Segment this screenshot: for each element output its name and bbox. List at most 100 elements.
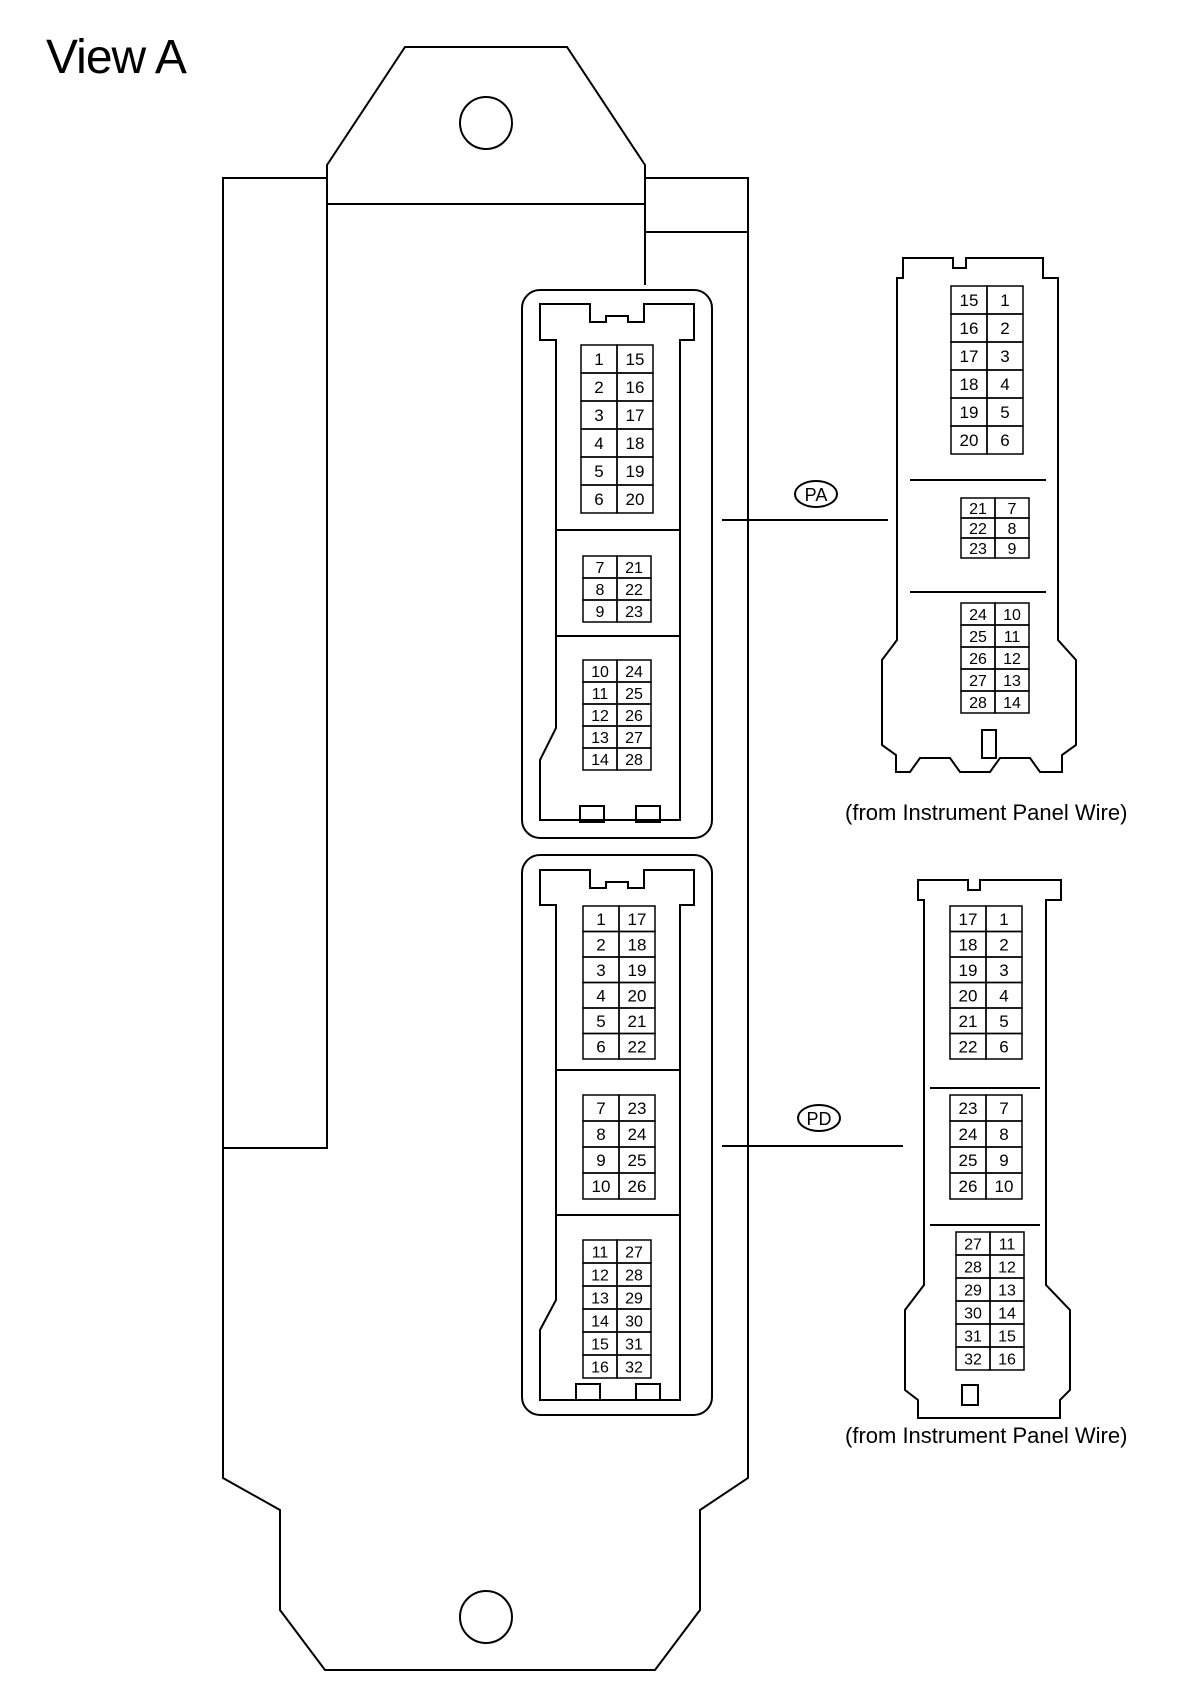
pin-number: 4 xyxy=(596,986,605,1005)
connector-code-pa: PA xyxy=(805,485,828,505)
pin-number: 14 xyxy=(591,752,609,769)
pin-number: 27 xyxy=(964,1237,982,1254)
pin-cell xyxy=(986,425,1024,455)
pin-cell xyxy=(616,599,652,623)
pin-number: 26 xyxy=(969,651,987,668)
pin-number: 24 xyxy=(969,607,987,624)
harness-connector-pd-outline xyxy=(904,879,1071,1419)
pin-number: 9 xyxy=(596,604,605,621)
pin-cell xyxy=(618,1032,656,1060)
pin-number: 17 xyxy=(960,347,979,366)
pin-number: 15 xyxy=(960,291,979,310)
pin-number: 14 xyxy=(1003,695,1021,712)
pin-number: 7 xyxy=(1008,501,1017,518)
pin-cell xyxy=(616,747,652,771)
ecu-connector-pa-frame xyxy=(521,289,713,839)
pin-number: 19 xyxy=(626,462,645,481)
pin-number: 8 xyxy=(596,582,605,599)
pin-number: 8 xyxy=(999,1125,1008,1144)
pin-number: 29 xyxy=(625,1291,643,1308)
pin-number: 23 xyxy=(959,1099,978,1118)
pin-number: 18 xyxy=(626,434,645,453)
pin-number: 16 xyxy=(960,319,979,338)
pin-number: 6 xyxy=(999,1037,1008,1056)
pin-number: 18 xyxy=(628,935,647,954)
pin-number: 13 xyxy=(591,730,609,747)
pin-number: 21 xyxy=(959,1012,978,1031)
connector-pd-caption: (from Instrument Panel Wire) xyxy=(845,1423,1128,1448)
ecu-inner-panel xyxy=(222,178,328,1149)
pin-number: 13 xyxy=(998,1283,1016,1300)
mounting-hole-top xyxy=(459,96,513,150)
pin-number: 21 xyxy=(969,501,987,518)
pin-number: 13 xyxy=(591,1291,609,1308)
pin-number: 28 xyxy=(969,695,987,712)
ecu-housing-outline xyxy=(222,46,749,1671)
pin-number: 1 xyxy=(999,910,1008,929)
pin-number: 21 xyxy=(625,560,643,577)
pin-number: 6 xyxy=(594,490,603,509)
pin-number: 9 xyxy=(1008,541,1017,558)
pin-number: 19 xyxy=(959,961,978,980)
pin-number: 4 xyxy=(1000,375,1009,394)
pin-cell xyxy=(989,1346,1025,1371)
pin-number: 27 xyxy=(625,730,643,747)
pin-number: 1 xyxy=(594,350,603,369)
pin-number: 22 xyxy=(625,582,643,599)
pin-number: 31 xyxy=(964,1329,982,1346)
pin-number: 11 xyxy=(592,686,609,703)
pin-number: 26 xyxy=(959,1177,978,1196)
pin-number: 1 xyxy=(596,910,605,929)
pin-number: 18 xyxy=(959,935,978,954)
pin-number: 30 xyxy=(964,1306,982,1323)
pin-cell xyxy=(616,484,654,514)
pin-number: 10 xyxy=(592,1177,611,1196)
pin-number: 2 xyxy=(596,935,605,954)
pin-number: 3 xyxy=(596,961,605,980)
pin-number: 26 xyxy=(625,708,643,725)
pin-number: 3 xyxy=(594,406,603,425)
pin-number: 17 xyxy=(626,406,645,425)
pin-number: 15 xyxy=(998,1329,1016,1346)
pin-number: 5 xyxy=(1000,403,1009,422)
pin-number: 5 xyxy=(999,1012,1008,1031)
pin-number: 5 xyxy=(596,1012,605,1031)
pin-cell xyxy=(994,690,1030,714)
pin-number: 23 xyxy=(969,541,987,558)
pin-number: 14 xyxy=(998,1306,1016,1323)
pin-number: 6 xyxy=(1000,431,1009,450)
pin-number: 29 xyxy=(964,1283,982,1300)
pin-cell xyxy=(985,1032,1023,1060)
pin-number: 16 xyxy=(591,1360,609,1377)
pin-number: 10 xyxy=(591,664,609,681)
pin-number: 16 xyxy=(998,1352,1016,1369)
pin-number: 27 xyxy=(969,673,987,690)
pin-number: 7 xyxy=(999,1099,1008,1118)
connector-code-badge-pd xyxy=(797,1104,841,1132)
pin-number: 3 xyxy=(999,961,1008,980)
pin-number: 11 xyxy=(1004,629,1021,646)
pin-number: 18 xyxy=(960,375,979,394)
pin-number: 28 xyxy=(625,1268,643,1285)
pin-number: 11 xyxy=(999,1237,1016,1254)
pin-number: 3 xyxy=(1000,347,1009,366)
pin-number: 19 xyxy=(960,403,979,422)
pin-number: 28 xyxy=(625,752,643,769)
pin-number: 20 xyxy=(628,986,647,1005)
harness-connector-pa-outline xyxy=(881,257,1077,773)
pin-cell xyxy=(618,1172,656,1200)
pin-number: 22 xyxy=(969,521,987,538)
pin-number: 12 xyxy=(998,1260,1016,1277)
pin-number: 2 xyxy=(1000,319,1009,338)
pin-number: 26 xyxy=(628,1177,647,1196)
pin-number: 20 xyxy=(959,986,978,1005)
pin-number: 23 xyxy=(628,1099,647,1118)
pin-number: 7 xyxy=(596,1099,605,1118)
pin-number: 2 xyxy=(999,935,1008,954)
pin-number: 9 xyxy=(596,1151,605,1170)
pin-number: 32 xyxy=(964,1352,982,1369)
pin-number: 28 xyxy=(964,1260,982,1277)
pin-number: 22 xyxy=(959,1037,978,1056)
